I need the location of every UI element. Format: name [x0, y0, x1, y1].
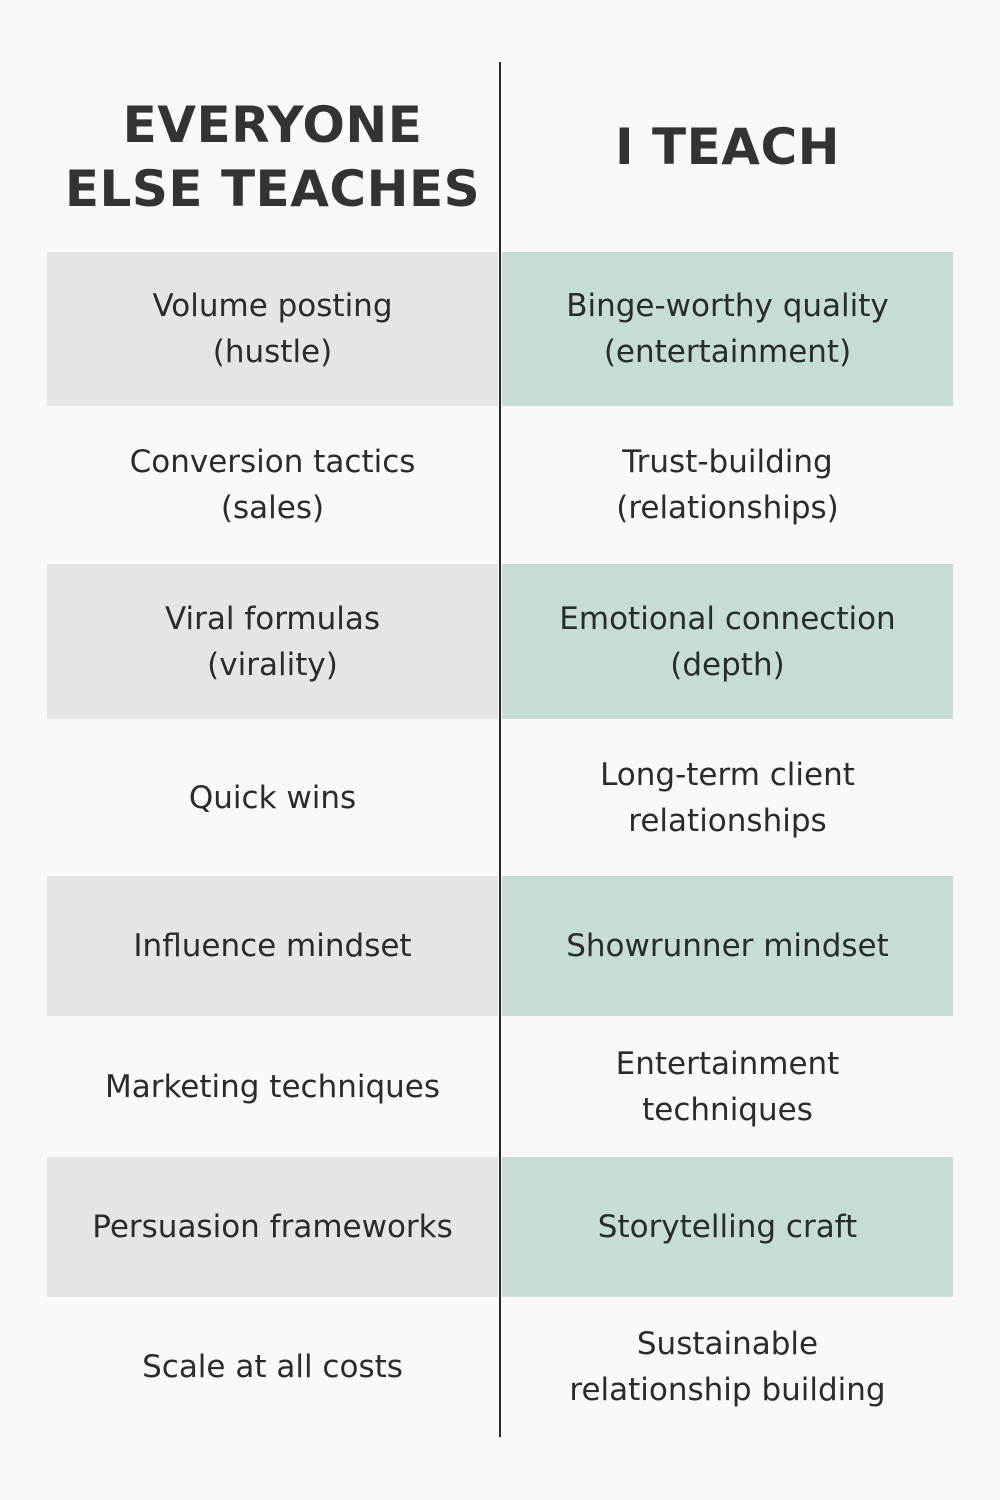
left-cell: Persuasion frameworks	[47, 1157, 498, 1297]
right-cell: Entertainment techniques	[615, 1045, 840, 1128]
left-cell: Influence mindset	[47, 876, 498, 1016]
left-cell: Volume posting (hustle)	[47, 252, 498, 406]
column-divider	[499, 62, 501, 1437]
left-cell: Conversion tactics (sales)	[129, 444, 416, 526]
left-cell: Quick wins	[188, 779, 357, 816]
right-column-header: I TEACH	[614, 118, 840, 176]
left-cell: Viral formulas (virality)	[47, 564, 498, 719]
left-cell: Marketing techniques	[104, 1068, 441, 1105]
right-cell: Trust-building (relationships)	[616, 444, 839, 526]
right-cell: Emotional connection (depth)	[502, 564, 953, 719]
right-cell: Binge-worthy quality (entertainment)	[502, 252, 953, 406]
right-cell: Showrunner mindset	[502, 876, 953, 1016]
right-cell: Long-term client relationships	[600, 756, 855, 839]
left-cell: Scale at all costs	[142, 1349, 403, 1385]
right-cell: Storytelling craft	[502, 1157, 953, 1297]
right-cell: Sustainable relationship building	[569, 1326, 886, 1408]
left-column-header: EVERYONE ELSE TEACHES	[64, 96, 481, 218]
